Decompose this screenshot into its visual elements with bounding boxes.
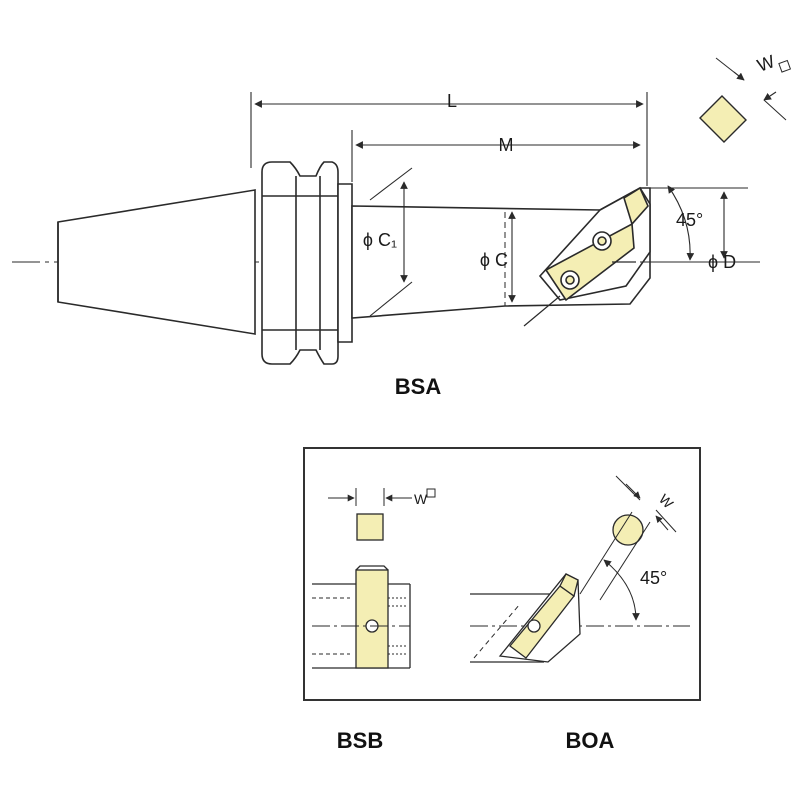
collar [337, 183, 353, 343]
boa-drawing [470, 475, 690, 663]
square-symbol-top [778, 59, 792, 73]
bsb-insert-top [356, 513, 384, 541]
label-M: M [499, 135, 514, 155]
label-w-bsb: W [414, 491, 428, 507]
label-w-top: W [755, 51, 778, 76]
label-angle-top: 45° [676, 210, 703, 230]
boa-screw [527, 619, 541, 633]
bsa-drawing [12, 161, 760, 365]
insert-top [623, 186, 649, 226]
bsb-insert [355, 569, 389, 669]
caption-bsb: BSB [337, 728, 383, 753]
bsa-dimensions [250, 92, 760, 317]
label-phiD: ϕ D [708, 252, 736, 272]
top-insert [699, 57, 787, 143]
flange [261, 161, 339, 365]
label-angle-boa: 45° [640, 568, 667, 588]
boa-round-insert [612, 514, 644, 546]
boa-angle-arc [603, 559, 640, 621]
label-L: L [447, 91, 457, 111]
caption-boa: BOA [566, 728, 615, 753]
caption-bsa: BSA [395, 374, 442, 399]
bsb-drawing [312, 488, 412, 669]
dim-angle [667, 185, 695, 261]
label-phiC1: ϕ C₁ [363, 230, 397, 250]
label-phiC: ϕ C [480, 250, 508, 270]
square-symbol-bsb [426, 488, 436, 498]
taper-shank [57, 189, 256, 335]
